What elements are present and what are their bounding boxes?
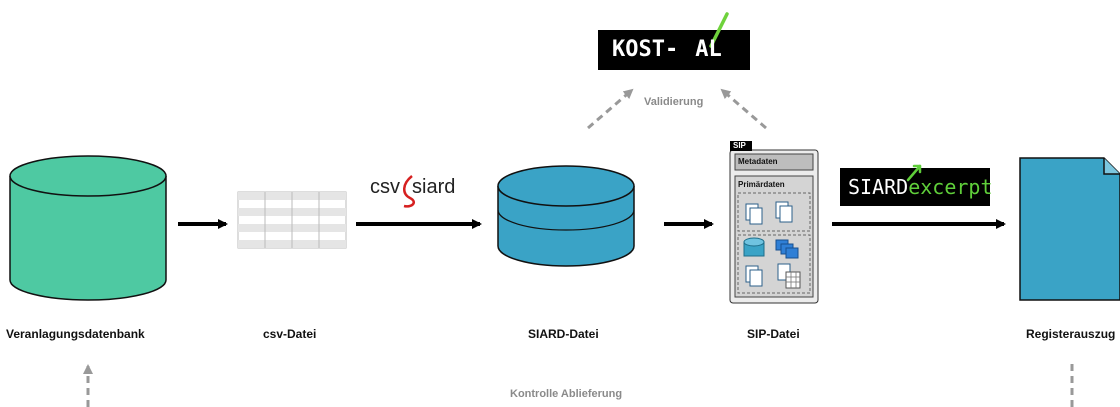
validation-arrow-right <box>720 88 767 130</box>
sip-primary-label: Primärdaten <box>738 180 785 189</box>
validation-label: Validierung <box>644 96 704 108</box>
sip-db-icon <box>743 237 765 257</box>
siard-excerpt-label: SIARDexcerpt <box>848 175 993 199</box>
sip-folders-icon <box>775 239 799 259</box>
label-db: Veranlagungsdatenbank <box>6 327 145 341</box>
csv2siard-text-b: siard <box>412 176 456 198</box>
validation-arrow-left <box>587 88 634 130</box>
csv2siard-text-a: csv <box>370 176 400 198</box>
siard-excerpt-text-a: SIARD <box>848 175 909 199</box>
siard-excerpt-text-b: excerpt <box>908 175 993 199</box>
sip-tag-label: SIP <box>733 141 746 150</box>
label-register: Registerauszug <box>1026 327 1116 341</box>
csv2siard-swoosh-icon <box>403 175 415 208</box>
kost-val-text-a: KOST- <box>612 37 679 62</box>
sip-package <box>729 141 819 304</box>
database-cylinder <box>9 155 167 301</box>
sip-sheet-icon <box>785 271 801 289</box>
kost-val-text-b: AL <box>695 37 722 62</box>
siard-disc <box>497 165 635 267</box>
control-label: Kontrolle Ablieferung <box>510 388 623 400</box>
kost-val-logo <box>598 12 750 70</box>
csv2siard-label: csv siard <box>370 176 455 199</box>
csv-table-icon <box>237 191 347 249</box>
register-document <box>1019 157 1120 301</box>
label-csv: csv-Datei <box>263 327 317 341</box>
kost-val-label: KOST- AL <box>612 37 722 62</box>
label-sip: SIP-Datei <box>747 327 800 341</box>
sip-metadata-label: Metadaten <box>738 157 778 166</box>
label-siard: SIARD-Datei <box>528 327 599 341</box>
siard-excerpt-logo <box>840 164 990 206</box>
